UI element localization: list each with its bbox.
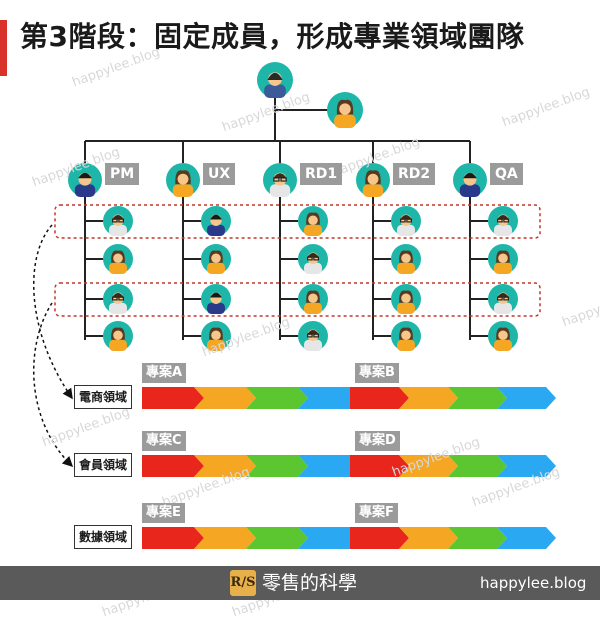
- domain-label: 電商領域: [74, 385, 133, 409]
- member-avatar: [488, 284, 518, 314]
- member-avatar: [103, 284, 133, 314]
- role-avatar: [166, 163, 200, 197]
- team-group-box: [54, 204, 541, 239]
- member-avatar: [298, 206, 328, 236]
- leader-avatar: [257, 62, 293, 98]
- dashed-arrow: [33, 224, 73, 400]
- role-avatar: [68, 163, 102, 197]
- project-tag: 專案F: [355, 503, 398, 523]
- project-tag: 專案D: [355, 431, 400, 451]
- role-label: PM: [105, 163, 140, 185]
- member-avatar: [391, 321, 421, 351]
- pipeline-chevron: [448, 527, 507, 549]
- member-avatar: [391, 206, 421, 236]
- role-avatar: [453, 163, 487, 197]
- brand-name: 零售的科學: [262, 572, 358, 594]
- member-avatar: [488, 206, 518, 236]
- pipeline-chevron: [142, 455, 204, 477]
- member-avatar: [201, 321, 231, 351]
- domain-label: 會員領域: [74, 453, 133, 477]
- member-avatar: [103, 321, 133, 351]
- footer-bar: [0, 566, 600, 600]
- domain-label: 數據領域: [74, 525, 133, 549]
- pipeline-chevron: [399, 387, 458, 409]
- pipeline-chevron: [399, 527, 458, 549]
- pipeline-chevron: [497, 527, 556, 549]
- pipeline-chevron: [194, 455, 256, 477]
- project-tag: 專案C: [142, 431, 186, 451]
- pipeline-chevron: [246, 527, 308, 549]
- pipeline-chevron: [399, 455, 458, 477]
- pipeline-chevron: [448, 387, 507, 409]
- pipeline-chevron: [194, 387, 256, 409]
- member-avatar: [298, 321, 328, 351]
- pipeline-chevron: [246, 455, 308, 477]
- member-avatar: [103, 244, 133, 274]
- pipeline-chevron: [298, 455, 360, 477]
- pipeline-chevron: [497, 455, 556, 477]
- pipeline-chevron: [497, 387, 556, 409]
- site-url: happylee.blog: [480, 574, 587, 592]
- pipeline-chevron: [298, 387, 360, 409]
- member-avatar: [298, 244, 328, 274]
- project-tag: 專案A: [142, 363, 187, 383]
- role-label: UX: [203, 163, 236, 185]
- pipeline-chevron: [194, 527, 256, 549]
- pipeline-chevron: [350, 455, 409, 477]
- project-tag: 專案B: [355, 363, 399, 383]
- pipeline-chevron: [448, 455, 507, 477]
- role-label: RD2: [393, 163, 436, 185]
- member-avatar: [391, 284, 421, 314]
- pipeline-chevron: [350, 387, 409, 409]
- member-avatar: [201, 284, 231, 314]
- brand-logo: R/S: [230, 570, 256, 596]
- member-avatar: [391, 244, 421, 274]
- org-diagram: [32, 62, 556, 549]
- pipeline-chevron: [142, 527, 204, 549]
- pipeline-chevron: [298, 527, 360, 549]
- member-avatar: [298, 284, 328, 314]
- role-label: QA: [490, 163, 523, 185]
- pipeline-chevron: [246, 387, 308, 409]
- member-avatar: [201, 206, 231, 236]
- accent-bar: [0, 20, 7, 76]
- dashed-arrow: [32, 302, 74, 468]
- member-avatar: [103, 206, 133, 236]
- role-avatar: [356, 163, 390, 197]
- member-avatar: [488, 321, 518, 351]
- page-title: 第3階段：固定成員，形成專業領域團隊: [20, 20, 525, 53]
- project-tag: 專案E: [142, 503, 185, 523]
- pipeline-chevron: [142, 387, 204, 409]
- member-avatar: [488, 244, 518, 274]
- pipeline-chevron: [350, 527, 409, 549]
- role-label: RD1: [300, 163, 343, 185]
- member-avatar: [201, 244, 231, 274]
- team-group-box: [54, 282, 541, 317]
- leader-avatar: [327, 92, 363, 128]
- role-avatar: [263, 163, 297, 197]
